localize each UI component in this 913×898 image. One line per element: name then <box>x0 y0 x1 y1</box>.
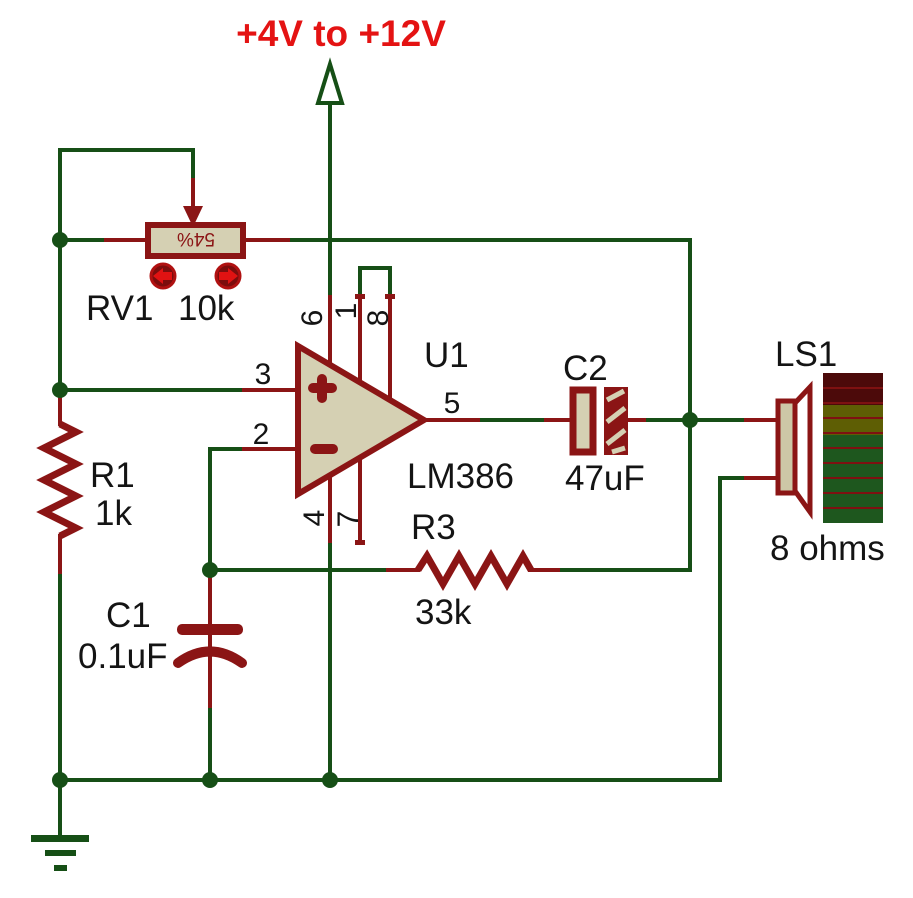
c2-positive-plate <box>569 386 597 456</box>
speaker-cone <box>792 380 813 520</box>
resistor-r3 <box>415 548 535 592</box>
c2-negative-hatch <box>605 388 627 455</box>
inverting-minus-symbol <box>310 444 338 454</box>
c1-bottom-plate <box>173 646 247 668</box>
speaker-vu-bar <box>823 373 883 523</box>
pin4-number: 4 <box>298 510 331 527</box>
r3-zigzag <box>415 548 535 592</box>
speaker-ls1 <box>775 373 883 523</box>
junction-dot <box>52 772 68 788</box>
component-leads <box>58 178 778 708</box>
ls1-ref-label: LS1 <box>775 335 837 374</box>
rv1-ref-label: RV1 <box>86 289 153 328</box>
junction-dots <box>52 232 698 788</box>
pin7-number: 7 <box>332 511 365 528</box>
c2-value-label: 47uF <box>565 459 645 498</box>
output-to-r3-wire <box>558 418 692 572</box>
capacitor-c2 <box>569 386 628 456</box>
pin6-number: 6 <box>296 310 329 327</box>
pot-wiper-percent: 54% <box>177 228 215 249</box>
wiper-loop-wire <box>58 148 195 242</box>
potentiometer-rv1: 54% <box>145 206 246 290</box>
c1-value-label: 0.1uF <box>78 637 168 676</box>
pin8-end-tick <box>385 294 395 299</box>
pin1-number: 1 <box>330 303 363 320</box>
pin8-number: 8 <box>362 310 395 327</box>
top-rail-wire <box>288 238 692 422</box>
pot-decrease-button[interactable] <box>149 262 177 290</box>
ground-symbol <box>31 835 89 871</box>
speaker-return-wire <box>718 476 746 780</box>
c2-ref-label: C2 <box>563 349 608 388</box>
pin7-end-tick <box>355 540 365 545</box>
junction-dot <box>682 412 698 428</box>
r1-value-label: 1k <box>95 494 132 533</box>
power-arrow-icon <box>315 57 345 105</box>
pot-increase-button[interactable] <box>214 262 242 290</box>
pin5-number: 5 <box>444 387 461 420</box>
r3-value-label: 33k <box>415 593 472 632</box>
junction-dot <box>202 772 218 788</box>
pin3-number: 3 <box>255 358 272 391</box>
arrow-right-icon <box>219 268 238 284</box>
r3-ref-label: R3 <box>411 508 456 547</box>
ls1-impedance-label: 8 ohms <box>770 529 885 568</box>
junction-dot <box>52 232 68 248</box>
speaker-driver <box>775 398 798 496</box>
wiper-arrowhead-icon <box>183 206 203 227</box>
c1-top-plate <box>177 624 243 635</box>
arrow-left-icon <box>153 268 172 284</box>
noninverting-plus-symbol-v <box>317 374 327 403</box>
resistor-r1 <box>36 420 84 540</box>
power-range-label: +4V to +12V <box>236 13 446 54</box>
r1-ref-label: R1 <box>90 456 135 495</box>
pin2-number: 2 <box>253 418 270 451</box>
opamp-u1 <box>295 340 430 500</box>
rv1-value-label: 10k <box>178 289 235 328</box>
capacitor-c1 <box>173 624 247 668</box>
junction-dot <box>202 562 218 578</box>
gain-loop-wire <box>358 266 392 299</box>
junction-dot <box>322 772 338 788</box>
labels: +4V to +12V RV1 10k R1 1k C1 0.1uF R3 33… <box>78 13 885 676</box>
power-terminal <box>315 57 345 105</box>
junction-dot <box>52 382 68 398</box>
pin1-end-tick <box>355 294 365 299</box>
u1-ref-label: U1 <box>424 336 469 375</box>
u1-part-label: LM386 <box>407 457 514 496</box>
pot-body <box>145 222 246 259</box>
c1-ref-label: C1 <box>106 596 151 635</box>
pin2-wire <box>208 447 244 572</box>
r1-zigzag <box>36 420 84 540</box>
